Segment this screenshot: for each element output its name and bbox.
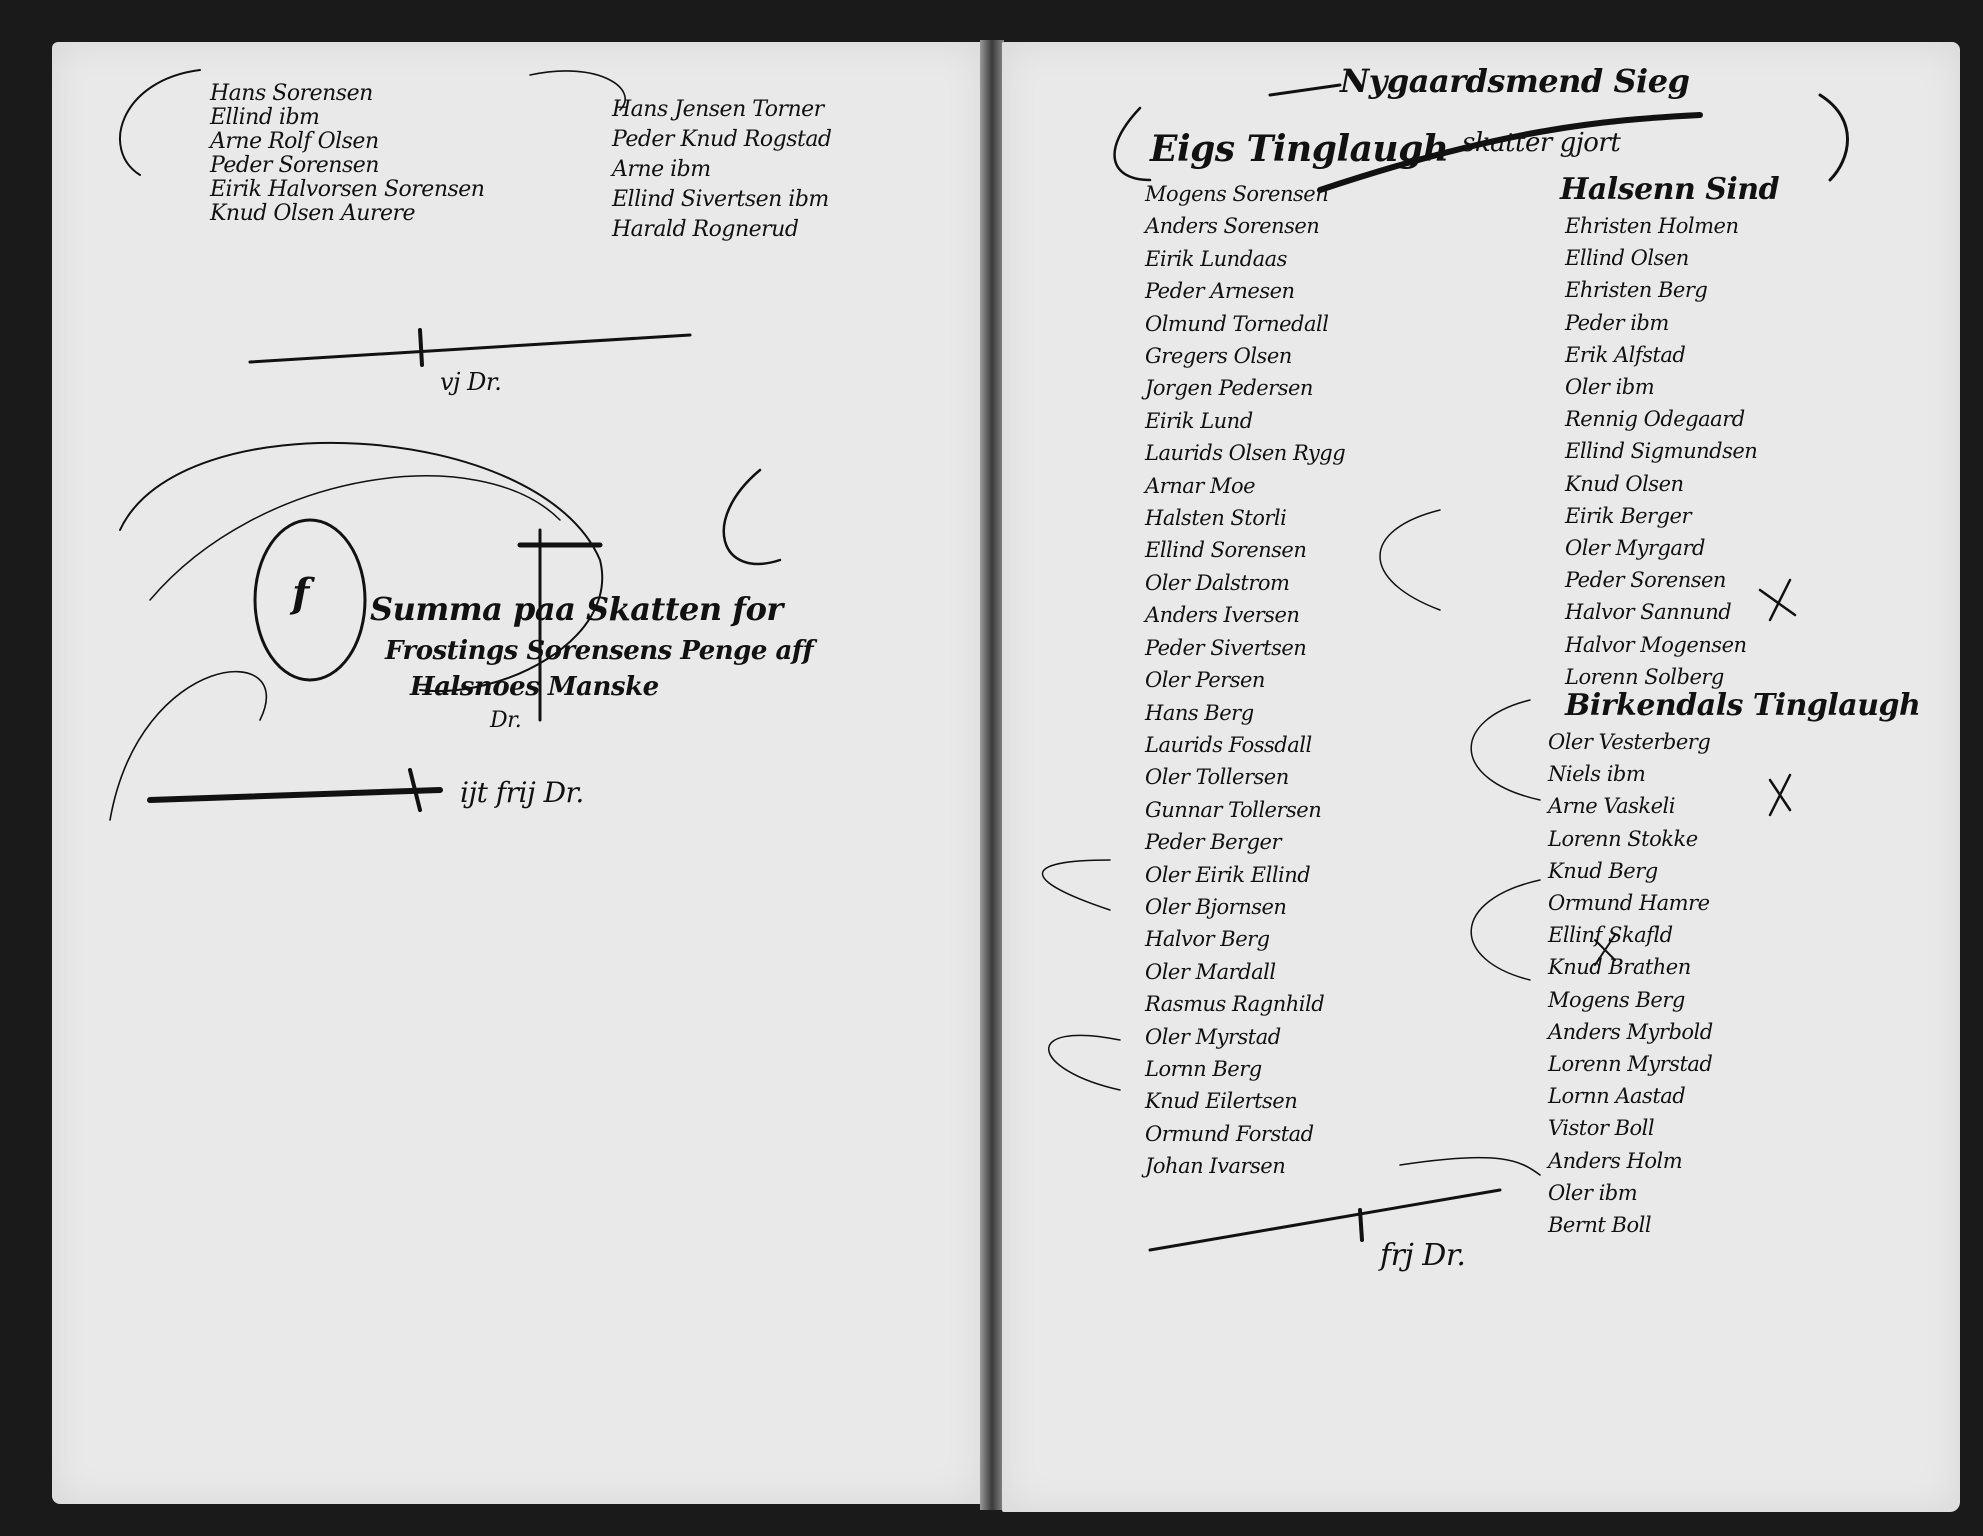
list-item: Peder Berger: [1145, 830, 1282, 855]
list-item: Arne Vaskeli: [1548, 794, 1675, 819]
list-item: Ehristen Holmen: [1565, 214, 1739, 238]
list-item: Oler Eirik Ellind: [1145, 862, 1311, 887]
list-item: Peder Sorensen: [1565, 568, 1726, 593]
list-item: Laurids Fossdall: [1145, 732, 1312, 757]
list-item: Ellind Olsen: [1565, 246, 1689, 271]
list-item: Johan Ivarsen: [1145, 1154, 1286, 1179]
district-heading: Halsenn Sind: [1560, 172, 1780, 207]
list-item: Ellind ibm: [210, 105, 320, 130]
summary-line: Summa paa Skatten for: [370, 590, 783, 628]
list-item: Halvor Berg: [1145, 927, 1270, 952]
list-item: Knud Berg: [1548, 858, 1658, 883]
list-item: Oler Myrstad: [1145, 1024, 1281, 1049]
list-item: Peder ibm: [1565, 310, 1669, 335]
list-item: Mogens Berg: [1548, 987, 1685, 1012]
list-item: Oler Dalstrom: [1145, 570, 1290, 595]
district-heading: Eigs Tinglaugh: [1150, 128, 1449, 170]
right-page: [1002, 42, 1960, 1512]
list-item: Olmund Tornedall: [1145, 311, 1329, 336]
list-item: Rasmus Ragnhild: [1145, 992, 1325, 1017]
list-item: Anders Myrbold: [1548, 1019, 1713, 1044]
list-item: Ehristen Berg: [1565, 278, 1708, 303]
list-item: Peder Knud Rogstad: [612, 127, 832, 152]
list-item: Knud Brathen: [1548, 955, 1691, 980]
list-item: Oler ibm: [1548, 1180, 1638, 1205]
list-item: Lornn Aastad: [1548, 1084, 1686, 1109]
list-item: Ellind Sivertsen ibm: [612, 187, 829, 212]
summary-line: Frostings Sorensens Penge aff: [385, 636, 814, 666]
total-amount: frj Dr.: [1380, 1238, 1466, 1273]
list-item: Mogens Sorensen: [1145, 182, 1329, 206]
district-heading: Birkendals Tinglaugh: [1565, 688, 1921, 723]
list-item: Oler ibm: [1565, 375, 1655, 400]
list-item: Anders Holm: [1548, 1148, 1683, 1173]
list-item: Oler Tollersen: [1145, 765, 1289, 790]
list-item: Halsten Storli: [1145, 506, 1287, 531]
list-item: Knud Eilertsen: [1145, 1089, 1298, 1114]
list-item: Bernt Boll: [1548, 1213, 1652, 1238]
summary-initial: f: [292, 570, 309, 617]
right-column-2: Ehristen Holmen Ellind Olsen Ehristen Be…: [1565, 210, 1758, 693]
list-item: Oler Bjornsen: [1145, 894, 1287, 919]
list-item: Ormund Hamre: [1548, 891, 1710, 916]
list-item: Peder Arnesen: [1145, 279, 1295, 304]
list-item: Arnar Moe: [1145, 473, 1256, 498]
list-item: Halvor Mogensen: [1565, 632, 1747, 657]
heading-note: skatter gjort: [1462, 128, 1621, 158]
list-item: Oler Myrgard: [1565, 536, 1705, 561]
list-item: Laurids Olsen Rygg: [1145, 441, 1346, 466]
list-item: Harald Rognerud: [612, 217, 799, 242]
list-item: Halvor Sannund: [1565, 600, 1732, 625]
list-item: Anders Iversen: [1145, 603, 1300, 628]
total-amount: vj Dr.: [440, 368, 502, 396]
list-item: Lorenn Myrstad: [1548, 1052, 1713, 1077]
list-item: Eirik Lundaas: [1145, 246, 1287, 271]
list-item: Oler Vesterberg: [1548, 730, 1711, 754]
list-item: Erik Alfstad: [1565, 342, 1686, 367]
list-item: Knud Olsen Aurere: [210, 201, 416, 226]
list-item: Ormund Forstad: [1145, 1121, 1314, 1146]
right-column-1: Mogens Sorensen Anders Sorensen Eirik Lu…: [1145, 178, 1346, 1183]
list-item: Rennig Odegaard: [1565, 407, 1745, 432]
list-item: Arne Rolf Olsen: [210, 129, 379, 154]
list-item: Hans Jensen Torner: [612, 97, 824, 122]
list-item: Ellinf Skafld: [1548, 923, 1673, 948]
summary-total: ijt frij Dr.: [460, 776, 584, 809]
list-item: Oler Persen: [1145, 668, 1265, 693]
summary-marker: Dr.: [490, 708, 522, 733]
book-gutter: [980, 40, 1004, 1510]
list-item: Ellind Sigmundsen: [1565, 439, 1758, 464]
list-item: Lorenn Stokke: [1548, 826, 1698, 851]
list-item: Eirik Lund: [1145, 408, 1253, 433]
list-item: Anders Sorensen: [1145, 214, 1320, 239]
list-item: Gunnar Tollersen: [1145, 797, 1322, 822]
list-item: Hans Berg: [1145, 700, 1254, 725]
list-item: Hans Sorensen: [210, 81, 373, 106]
list-item: Eirik Berger: [1565, 503, 1692, 528]
list-item: Arne ibm: [612, 157, 711, 182]
left-list-a: Hans Sorensen Ellind ibm Arne Rolf Olsen…: [210, 81, 485, 226]
list-item: Niels ibm: [1548, 762, 1646, 787]
list-item: Jorgen Pedersen: [1145, 376, 1313, 401]
list-item: Lornn Berg: [1145, 1056, 1262, 1081]
list-item: Ellind Sorensen: [1145, 538, 1307, 563]
left-page: [52, 42, 982, 1504]
right-column-3: Oler Vesterberg Niels ibm Arne Vaskeli L…: [1548, 726, 1713, 1241]
list-item: Gregers Olsen: [1145, 344, 1292, 369]
list-item: Eirik Halvorsen Sorensen: [210, 177, 485, 202]
page-title: Nygaardsmend Sieg: [1340, 62, 1690, 100]
list-item: Oler Mardall: [1145, 959, 1276, 984]
list-item: Knud Olsen: [1565, 471, 1684, 496]
summary-line: Halsnoes Manske: [410, 672, 659, 702]
list-item: Peder Sivertsen: [1145, 635, 1307, 660]
left-list-b: Hans Jensen Torner Peder Knud Rogstad Ar…: [612, 95, 832, 245]
list-item: Peder Sorensen: [210, 153, 379, 178]
list-item: Vistor Boll: [1548, 1116, 1655, 1141]
list-item: Lorenn Solberg: [1565, 664, 1724, 689]
